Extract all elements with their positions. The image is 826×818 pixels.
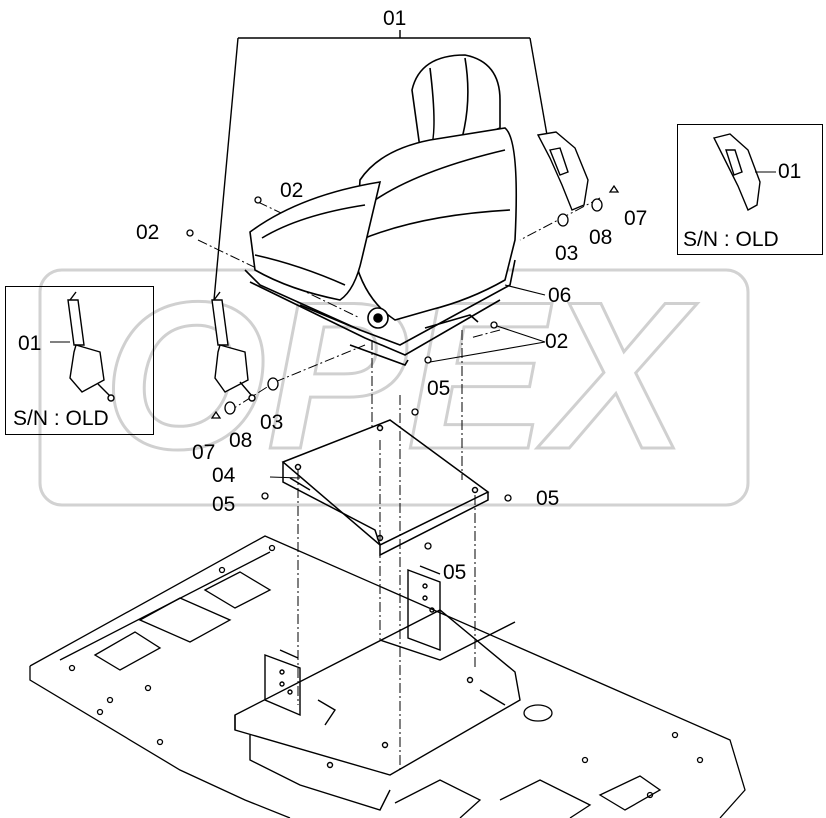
- callout-02-b: 02: [136, 221, 160, 244]
- callout-04: 04: [212, 464, 236, 487]
- floor-frame: [29, 535, 746, 818]
- inset-right-serial: S/N : OLD: [683, 228, 779, 251]
- hardware: [186, 184, 620, 550]
- callout-03-right: 03: [555, 242, 579, 265]
- callout-08-left: 08: [229, 429, 253, 452]
- inset-left-part: 01: [18, 332, 42, 355]
- callout-01-assembly: 01: [383, 7, 407, 30]
- inset-right: [677, 124, 823, 255]
- callout-07-left: 07: [192, 441, 216, 464]
- seat-belt-left: [211, 291, 256, 402]
- callout-05-c: 05: [536, 487, 560, 510]
- inset-left: [5, 286, 154, 435]
- inset-right-part: 01: [778, 160, 802, 183]
- callout-05-b: 05: [212, 493, 236, 516]
- seat-06: [244, 54, 518, 366]
- inset-left-belt: [67, 291, 115, 402]
- callout-05-d: 05: [443, 561, 467, 584]
- inset-right-belt: [712, 133, 761, 211]
- callout-03-left: 03: [260, 411, 284, 434]
- callout-07-right: 07: [624, 207, 648, 230]
- callout-02-c: 02: [545, 330, 569, 353]
- callout-05-a: 05: [427, 377, 451, 400]
- inset-left-serial: S/N : OLD: [13, 407, 109, 430]
- callout-06: 06: [548, 284, 572, 307]
- leaders: [50, 171, 776, 479]
- seat-belt-right: [536, 131, 589, 211]
- assembly-bracket: [213, 30, 548, 301]
- callout-08-right: 08: [589, 226, 613, 249]
- seat-base: [234, 565, 521, 811]
- callout-02-a: 02: [280, 179, 304, 202]
